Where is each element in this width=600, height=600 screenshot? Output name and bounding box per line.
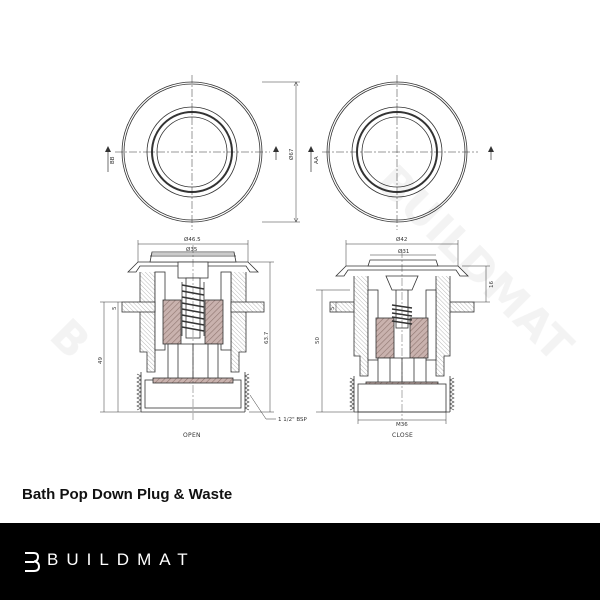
- close-dim-left-main: 50: [315, 337, 321, 344]
- right-plan-view: [308, 75, 494, 230]
- brand-name: BUILDMAT: [47, 550, 196, 569]
- technical-drawing: BUILDMAT B BB Ø67 AA: [40, 75, 583, 439]
- close-dim-right-small: 16: [489, 281, 495, 288]
- open-dim-right-total: 63.7: [264, 331, 270, 344]
- close-dim-top-outer: Ø42: [396, 236, 407, 243]
- buildmat-b-logo-icon: [25, 552, 41, 572]
- open-dim-left-small: 5: [112, 306, 118, 310]
- open-thread-callout: 1 1/2" BSP: [278, 417, 308, 423]
- open-dimensions: [100, 240, 276, 420]
- left-plan-view: [105, 75, 300, 230]
- svg-text:B: B: [40, 309, 100, 369]
- open-dim-top-inner: Ø35: [186, 246, 198, 253]
- close-section-view: [329, 250, 475, 420]
- plan-diameter-label: Ø67: [288, 148, 295, 160]
- open-caption: OPEN: [183, 432, 201, 439]
- close-dim-top-inner: Ø31: [398, 248, 409, 255]
- product-title: Bath Pop Down Plug & Waste: [22, 486, 233, 503]
- close-dim-bottom: M36: [396, 422, 408, 428]
- watermark: BUILDMAT B: [40, 156, 583, 372]
- right-section-label: AA: [314, 156, 320, 164]
- close-caption: CLOSE: [392, 432, 413, 439]
- close-dim-left-small: 5: [330, 306, 336, 310]
- left-section-label: BB: [110, 156, 116, 164]
- open-dim-left-main: 49: [98, 357, 104, 364]
- open-dim-top-outer: Ø46.5: [184, 236, 201, 243]
- close-dimensions: [316, 240, 490, 424]
- brand-footer: BUILDMAT: [0, 523, 600, 600]
- open-section-view: [121, 245, 265, 420]
